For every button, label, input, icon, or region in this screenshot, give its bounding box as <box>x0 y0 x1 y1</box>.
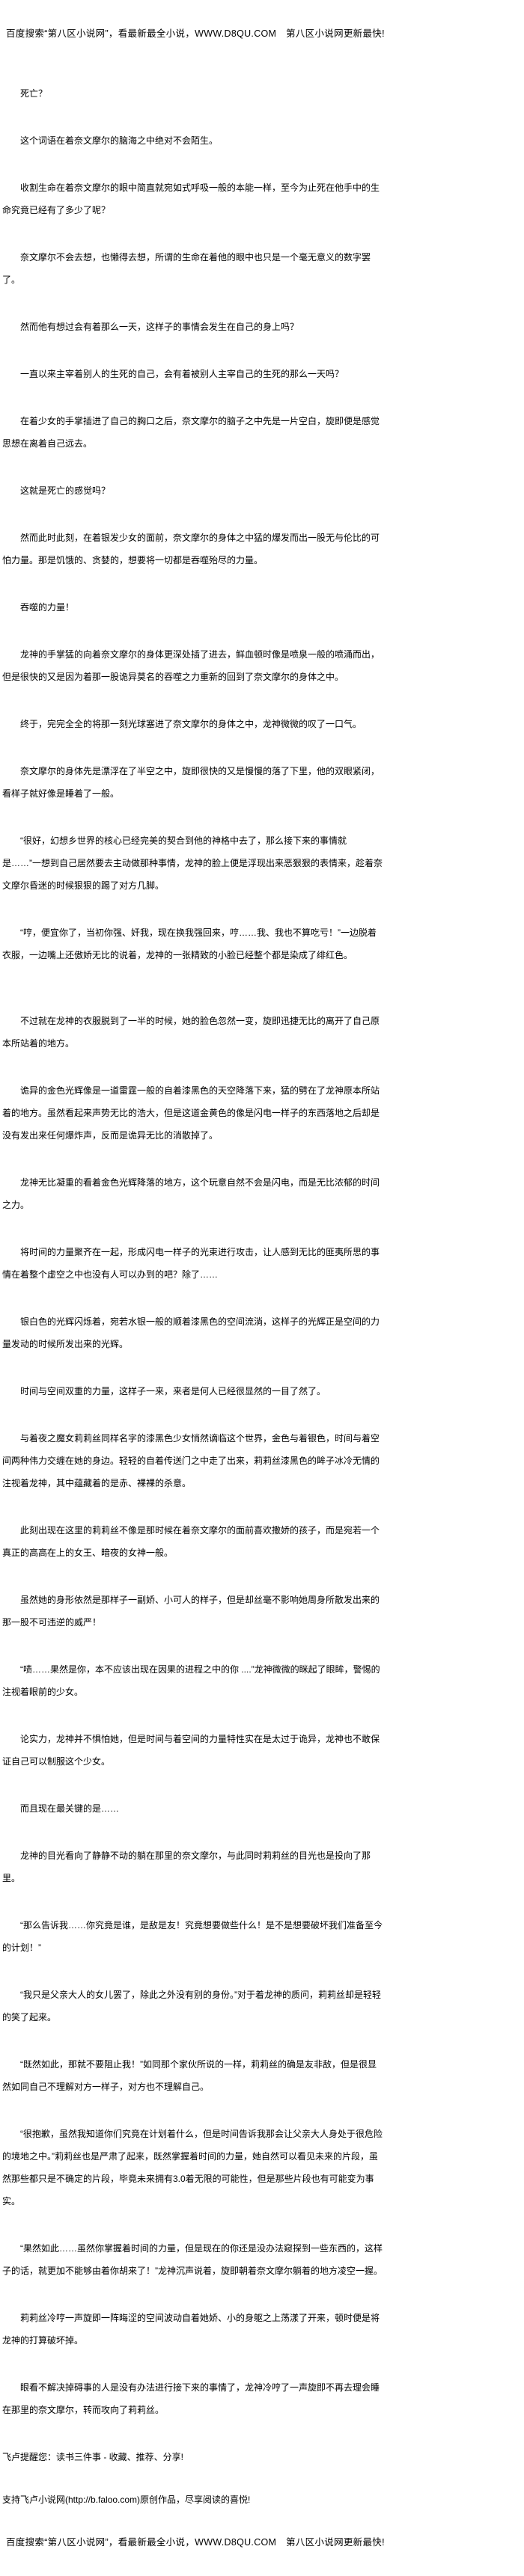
paragraph: 而且现在最关键的是…… <box>20 1803 120 1814</box>
paragraph: 吞噬的力量！ <box>20 602 75 613</box>
paragraph: “我只是父亲大人的女儿罢了，除此之外没有别的身份。”对于着龙神的质问，莉莉丝却是… <box>2 1990 381 2023</box>
paragraph: “哼，便宜你了，当初你强、奸我，现在换我强回来，哼……我、我也不算吃亏！”一边脱… <box>2 927 377 960</box>
site-banner-bottom: 百度搜索“第八区小说网”，看最新最全小说，WWW.D8QU.COM 第八区小说网… <box>6 2537 385 2548</box>
paragraph: 死亡？ <box>20 88 48 99</box>
paragraph: 奈文摩尔的身体先是漂浮在了半空之中，旋即很快的又是慢慢的落了下里，他的双眼紧闭，… <box>2 766 380 799</box>
paragraph: 收割生命在着奈文摩尔的眼中简直就宛如式呼吸一般的本能一样，至今为止死在他手中的生… <box>2 183 380 215</box>
paragraph: 一直以来主宰着别人的生死的自己，会有着被别人主宰自己的生死的那么一天吗？ <box>20 369 344 379</box>
paragraph: 诡异的金色光辉像是一道雷霆一般的自着漆黑色的天空降落下来，猛的劈在了龙神原本所站… <box>2 1085 380 1141</box>
paragraph: 这个词语在着奈文摩尔的脑海之中绝对不会陌生。 <box>20 135 219 146</box>
paragraph: 与着夜之魔女莉莉丝同样名字的漆黑色少女悄然谪临这个世界，金色与着银色，时间与着空… <box>2 1433 380 1488</box>
support-notice: 支持飞卢小说网(http://b.faloo.com)原创作品，尽享阅读的喜悦! <box>2 2494 251 2505</box>
paragraph: “很好，幻想乡世界的核心已经完美的契合到他的神格中去了，那么接下来的事情就是……… <box>2 835 383 891</box>
paragraph: 不过就在龙神的衣服脱到了一半的时候，她的脸色忽然一变，旋即迅捷无比的离开了自己原… <box>2 1016 380 1049</box>
paragraph: 在着少女的手掌插进了自己的胸口之后，奈文摩尔的脑子之中先是一片空白，旋即便是感觉… <box>2 416 380 449</box>
chapter-footer: 飞卢提醒您：读书三件事 - 收藏、推荐、分享! 支持飞卢小说网(http://b… <box>2 2446 519 2511</box>
paragraph: “啧……果然是你，本不应该出现在因果的进程之中的你 ....”龙神微微的眯起了眼… <box>2 1664 380 1697</box>
paragraph: 然而此时此刻，在着银发少女的面前，奈文摩尔的身体之中猛的爆发而出一股无与伦比的可… <box>2 533 380 565</box>
paragraph: 龙神的目光看向了静静不动的躺在那里的奈文摩尔，与此同时莉莉丝的目光也是投向了那里… <box>2 1850 371 1883</box>
paragraph: 终于，完完全全的将那一刻光球塞进了奈文摩尔的身体之中，龙神微微的叹了一口气。 <box>20 719 362 729</box>
paragraph: 这就是死亡的感觉吗？ <box>20 485 111 496</box>
paragraph: 时间与空间双重的力量，这样子一来，来者是何人已经很显然的一目了然了。 <box>20 1386 326 1396</box>
paragraph: 然而他有想过会有着那么一天，这样子的事情会发生在自己的身上吗？ <box>20 322 299 332</box>
paragraph: 眼看不解决掉碍事的人是没有办法进行接下来的事情了，龙神冷哼了一声旋即不再去理会睡… <box>2 2382 380 2415</box>
paragraph: 论实力，龙神并不惧怕她，但是时间与着空间的力量特性实在是太过于诡异，龙神也不敢保… <box>2 1734 380 1767</box>
paragraph: “果然如此……虽然你掌握着时间的力量，但是现在的你还是没办法窥探到一些东西的，这… <box>2 2243 383 2276</box>
paragraph: 将时间的力量聚齐在一起，形成闪电一样子的光束进行攻击，让人感到无比的匪夷所思的事… <box>2 1247 380 1280</box>
paragraph: 莉莉丝冷哼一声旋即一阵晦涩的空间波动自着她娇、小的身躯之上荡漾了开来，顿时便是将… <box>2 2313 380 2346</box>
paragraph: 银白色的光辉闪烁着，宛若水银一般的顺着漆黑色的空间流淌，这样子的光辉正是空间的力… <box>2 1316 380 1349</box>
paragraph: “很抱歉，虽然我知道你们究竟在计划着什么，但是时间告诉我那会让父亲大人身处于很危… <box>2 2129 383 2207</box>
paragraph: 龙神无比凝重的看着金色光辉降落的地方，这个玩意自然不会是闪电，而是无比浓郁的时间… <box>2 1177 380 1210</box>
site-banner-top: 百度搜索“第八区小说网”，看最新最全小说，WWW.D8QU.COM 第八区小说网… <box>6 28 385 39</box>
paragraph: “既然如此，那就不要阻止我！”如同那个家伙所说的一样，莉莉丝的确是友非敌，但是很… <box>2 2059 377 2092</box>
paragraph: 此刻出现在这里的莉莉丝不像是那时候在着奈文摩尔的面前喜欢撒娇的孩子，而是宛若一个… <box>2 1525 380 1558</box>
paragraph: 龙神的手掌猛的向着奈文摩尔的身体更深处插了进去，鲜血顿时像是喷泉一般的喷涌而出，… <box>2 649 380 682</box>
reading-reminder: 飞卢提醒您：读书三件事 - 收藏、推荐、分享! <box>2 2452 183 2462</box>
paragraph: 奈文摩尔不会去想，也懒得去想，所谓的生命在着他的眼中也只是一个毫无意义的数字罢了… <box>2 252 371 285</box>
paragraph: “那么告诉我……你究竟是谁，是敌是友！究竟想要做些什么！是不是想要破坏我们准备至… <box>2 1920 383 1953</box>
chapter-content: 死亡？ 这个词语在着奈文摩尔的脑海之中绝对不会陌生。收割生命在着奈文摩尔的眼中简直… <box>2 82 383 2421</box>
paragraph: 虽然她的身形依然是那样子一副娇、小可人的样子，但是却丝毫不影响她周身所散发出来的… <box>2 1595 380 1628</box>
